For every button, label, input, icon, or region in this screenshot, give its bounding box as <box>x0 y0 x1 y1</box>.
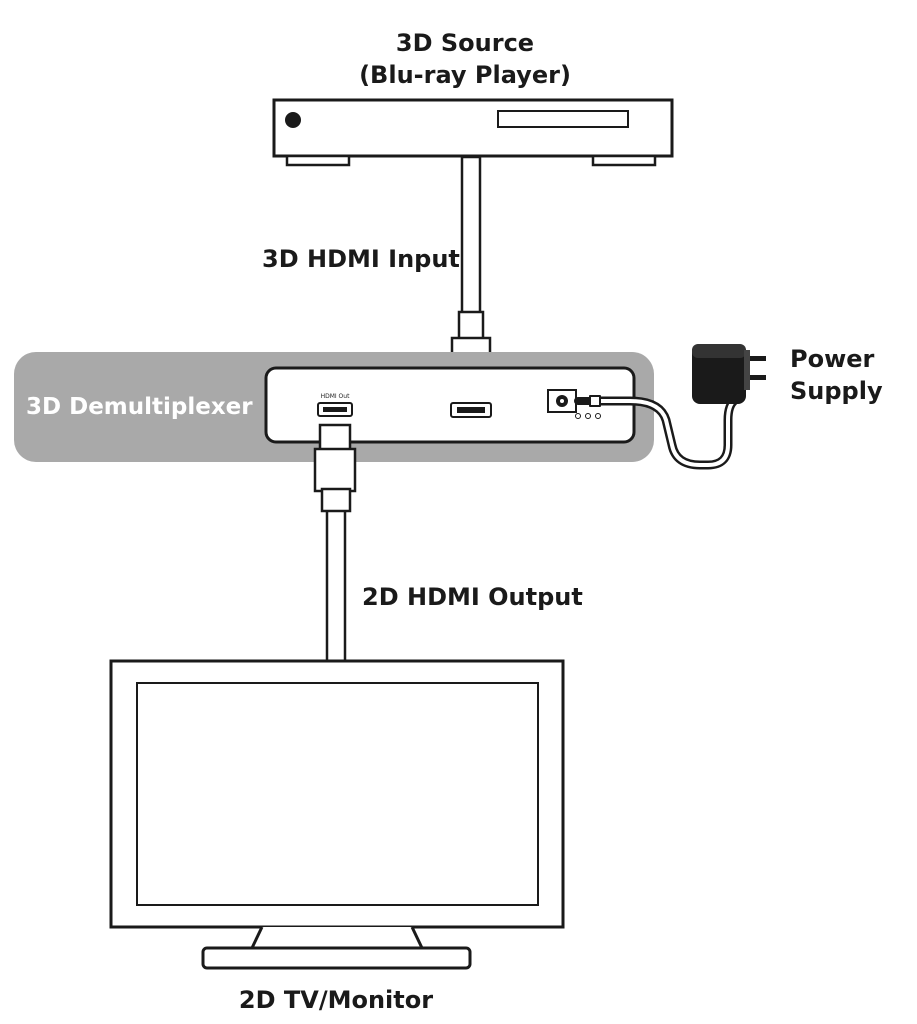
source-label-line1: 3D Source <box>395 29 535 57</box>
power-cable <box>574 395 740 470</box>
demultiplexer-label: 3D Demultiplexer <box>26 394 253 420</box>
tv-stand-neck <box>249 926 425 950</box>
hdmi-output-cable <box>313 423 357 663</box>
power-supply-label-line2: Supply <box>790 377 883 405</box>
power-supply-label-line1: Power <box>790 345 875 373</box>
hdmi-out-port <box>317 402 353 417</box>
player-disc-tray <box>497 110 629 128</box>
polarity-icon <box>575 413 601 419</box>
hdmi-in-port <box>450 402 492 418</box>
hdmi-out-port-label: HDMI Out <box>321 393 351 400</box>
bluray-player <box>272 98 674 167</box>
source-label-line2: (Blu-ray Player) <box>359 61 571 89</box>
hdmi-input-label: 3D HDMI Input <box>262 245 460 273</box>
player-power-button-icon <box>285 112 301 128</box>
tv-monitor <box>109 659 565 970</box>
tv-label: 2D TV/Monitor <box>238 986 434 1014</box>
dc-power-port <box>547 389 577 413</box>
power-adapter-icon <box>692 344 766 404</box>
tv-stand-base <box>201 946 472 970</box>
tv-screen <box>136 682 539 906</box>
hdmi-output-label: 2D HDMI Output <box>362 583 583 611</box>
